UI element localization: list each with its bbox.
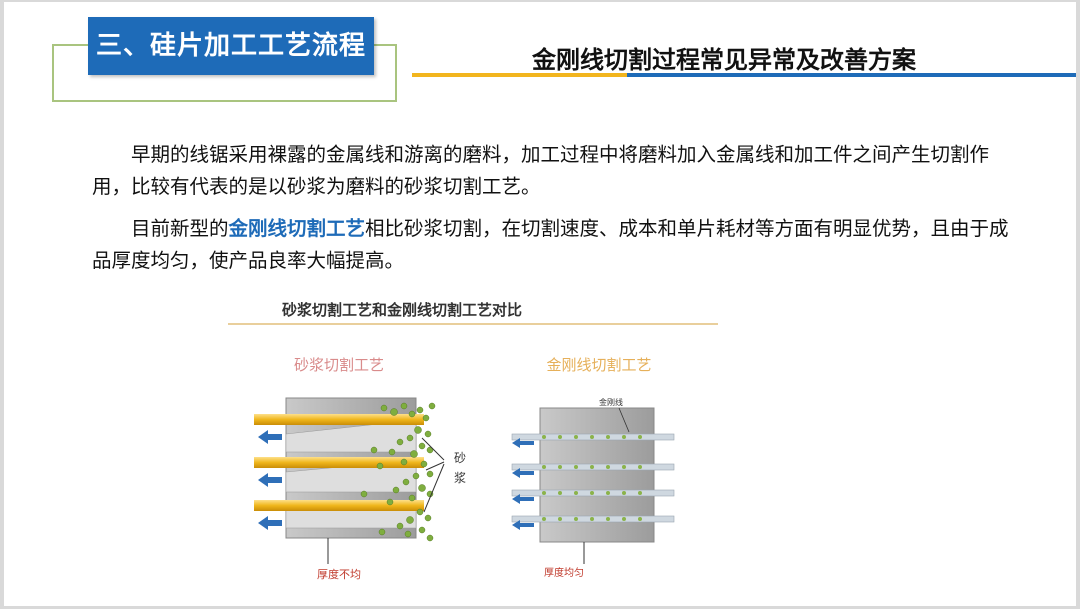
section-title: 三、硅片加工工艺流程	[95, 31, 366, 61]
process-comparison-figure: 砂浆切割工艺 金刚线切割工艺	[254, 356, 675, 581]
paragraph-1: 早期的线锯采用裸露的金属线和游离的磨料，加工过程中将磨料加入金属线和加工件之间产…	[92, 143, 990, 198]
uneven-thickness-caption: 厚度不均	[317, 567, 361, 581]
diamond-process-label: 金刚线切割工艺	[546, 356, 651, 374]
slurry-label-char-2: 浆	[454, 470, 466, 485]
paragraph-2-prefix: 目前新型的	[131, 217, 229, 240]
paragraph-2-highlight: 金刚线切割工艺	[228, 217, 366, 240]
diamond-wire-cut-diagram: 金刚线 厚度均匀	[511, 397, 675, 579]
title-underline-blue	[627, 73, 1076, 77]
even-thickness-caption: 厚度均匀	[544, 566, 584, 579]
slurry-label-char-1: 砂	[454, 451, 466, 465]
paragraph-2-suffix: 相比砂浆切割，在切割速度、成本和单片耗材等方面有明显优势，且由于成品厚度均匀，使…	[92, 217, 1009, 272]
slurry-process-label: 砂浆切割工艺	[294, 356, 384, 374]
page-title: 金刚线切割过程常见异常及改善方案	[532, 46, 916, 74]
section-title-box: 三、硅片加工工艺流程	[88, 17, 374, 75]
slide: 三、硅片加工工艺流程 金刚线切割过程常见异常及改善方案 早期的线锯采用裸露的金属…	[4, 2, 1076, 606]
figure-title: 砂浆切割工艺和金刚线切割工艺对比	[282, 301, 523, 319]
title-underline-gold	[412, 73, 627, 77]
diamond-wire-label: 金刚线	[599, 397, 623, 407]
slurry-cut-diagram: 砂 浆 厚度不均	[254, 397, 466, 581]
paragraph-2: 目前新型的金刚线切割工艺相比砂浆切割，在切割速度、成本和单片耗材等方面有明显优势…	[92, 213, 1012, 277]
figure-title-rule	[228, 323, 718, 325]
